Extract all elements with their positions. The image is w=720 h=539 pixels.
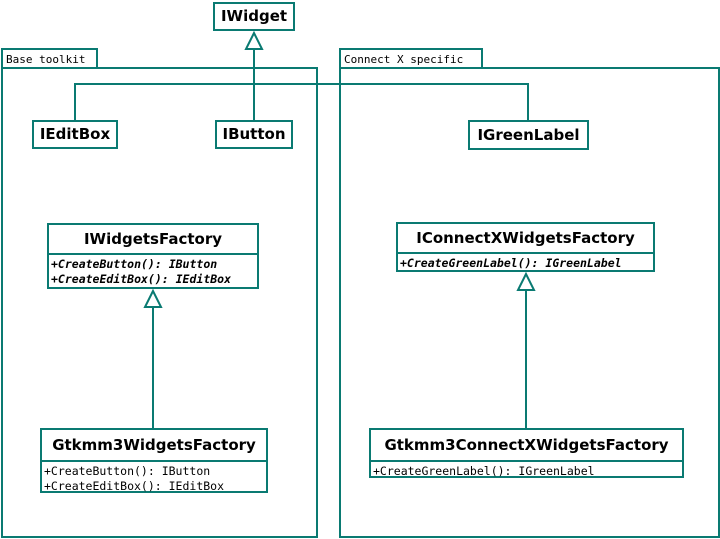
class-name-iwidget: IWidget: [220, 7, 288, 25]
inherit-arrowhead-iwidget: [244, 30, 264, 50]
operation-creategreenlabel: +CreateGreenLabel(): IGreenLabel: [373, 464, 595, 478]
class-iwidgetsfactory[interactable]: IWidgetsFactory +CreateButton(): IButton…: [47, 223, 259, 289]
class-igreenlabel[interactable]: IGreenLabel: [468, 120, 589, 150]
class-gtkmm3widgetsfactory[interactable]: Gtkmm3WidgetsFactory +CreateButton(): IB…: [40, 428, 268, 493]
operations-iconnectxwidgetsfactory: +CreateGreenLabel(): IGreenLabel: [398, 252, 653, 272]
inherit-arrowhead-iwidgetsfactory: [143, 288, 163, 308]
package-label-connect-x: Connect X specific: [344, 53, 464, 66]
package-tab-connect-x: Connect X specific: [339, 48, 483, 68]
operation-creategreenlabel: +CreateGreenLabel(): IGreenLabel: [400, 256, 622, 270]
operations-gtkmm3widgetsfactory: +CreateButton(): IButton +CreateEditBox(…: [42, 460, 266, 494]
class-name-gtkmm3widgetsfactory: Gtkmm3WidgetsFactory: [52, 436, 256, 454]
operation-createeditbox: +CreateEditBox(): IEditBox: [51, 271, 232, 286]
class-name-iconnectxwidgetsfactory: IConnectXWidgetsFactory: [416, 229, 635, 247]
edge-ieditbox-to-iwidget: [74, 83, 529, 121]
class-name-ibutton: IButton: [222, 125, 286, 143]
class-ieditbox[interactable]: IEditBox: [32, 120, 118, 149]
class-name-ieditbox: IEditBox: [39, 125, 111, 143]
class-ibutton[interactable]: IButton: [215, 120, 293, 149]
class-iwidget[interactable]: IWidget: [213, 2, 295, 31]
package-base-toolkit: [1, 67, 318, 538]
operations-iwidgetsfactory: +CreateButton(): IButton +CreateEditBox(…: [49, 253, 257, 287]
operation-createbutton: +CreateButton(): IButton: [51, 257, 218, 271]
class-name-iwidgetsfactory: IWidgetsFactory: [83, 230, 223, 248]
package-label-base-toolkit: Base toolkit: [6, 53, 86, 66]
class-iconnectxwidgetsfactory[interactable]: IConnectXWidgetsFactory +CreateGreenLabe…: [396, 222, 655, 272]
class-name-igreenlabel: IGreenLabel: [477, 126, 580, 144]
inherit-arrowhead-iconnectxwidgetsfactory: [516, 271, 536, 291]
package-tab-base-toolkit: Base toolkit: [1, 48, 98, 68]
class-name-gtkmm3connectxwidgetsfactory: Gtkmm3ConnectXWidgetsFactory: [384, 436, 669, 454]
class-gtkmm3connectxwidgetsfactory[interactable]: Gtkmm3ConnectXWidgetsFactory +CreateGree…: [369, 428, 684, 478]
operation-createbutton: +CreateButton(): IButton: [44, 464, 211, 478]
operations-gtkmm3connectxwidgetsfactory: +CreateGreenLabel(): IGreenLabel: [371, 460, 682, 480]
package-connect-x: [339, 67, 720, 538]
operation-createeditbox: +CreateEditBox(): IEditBox: [44, 478, 225, 493]
